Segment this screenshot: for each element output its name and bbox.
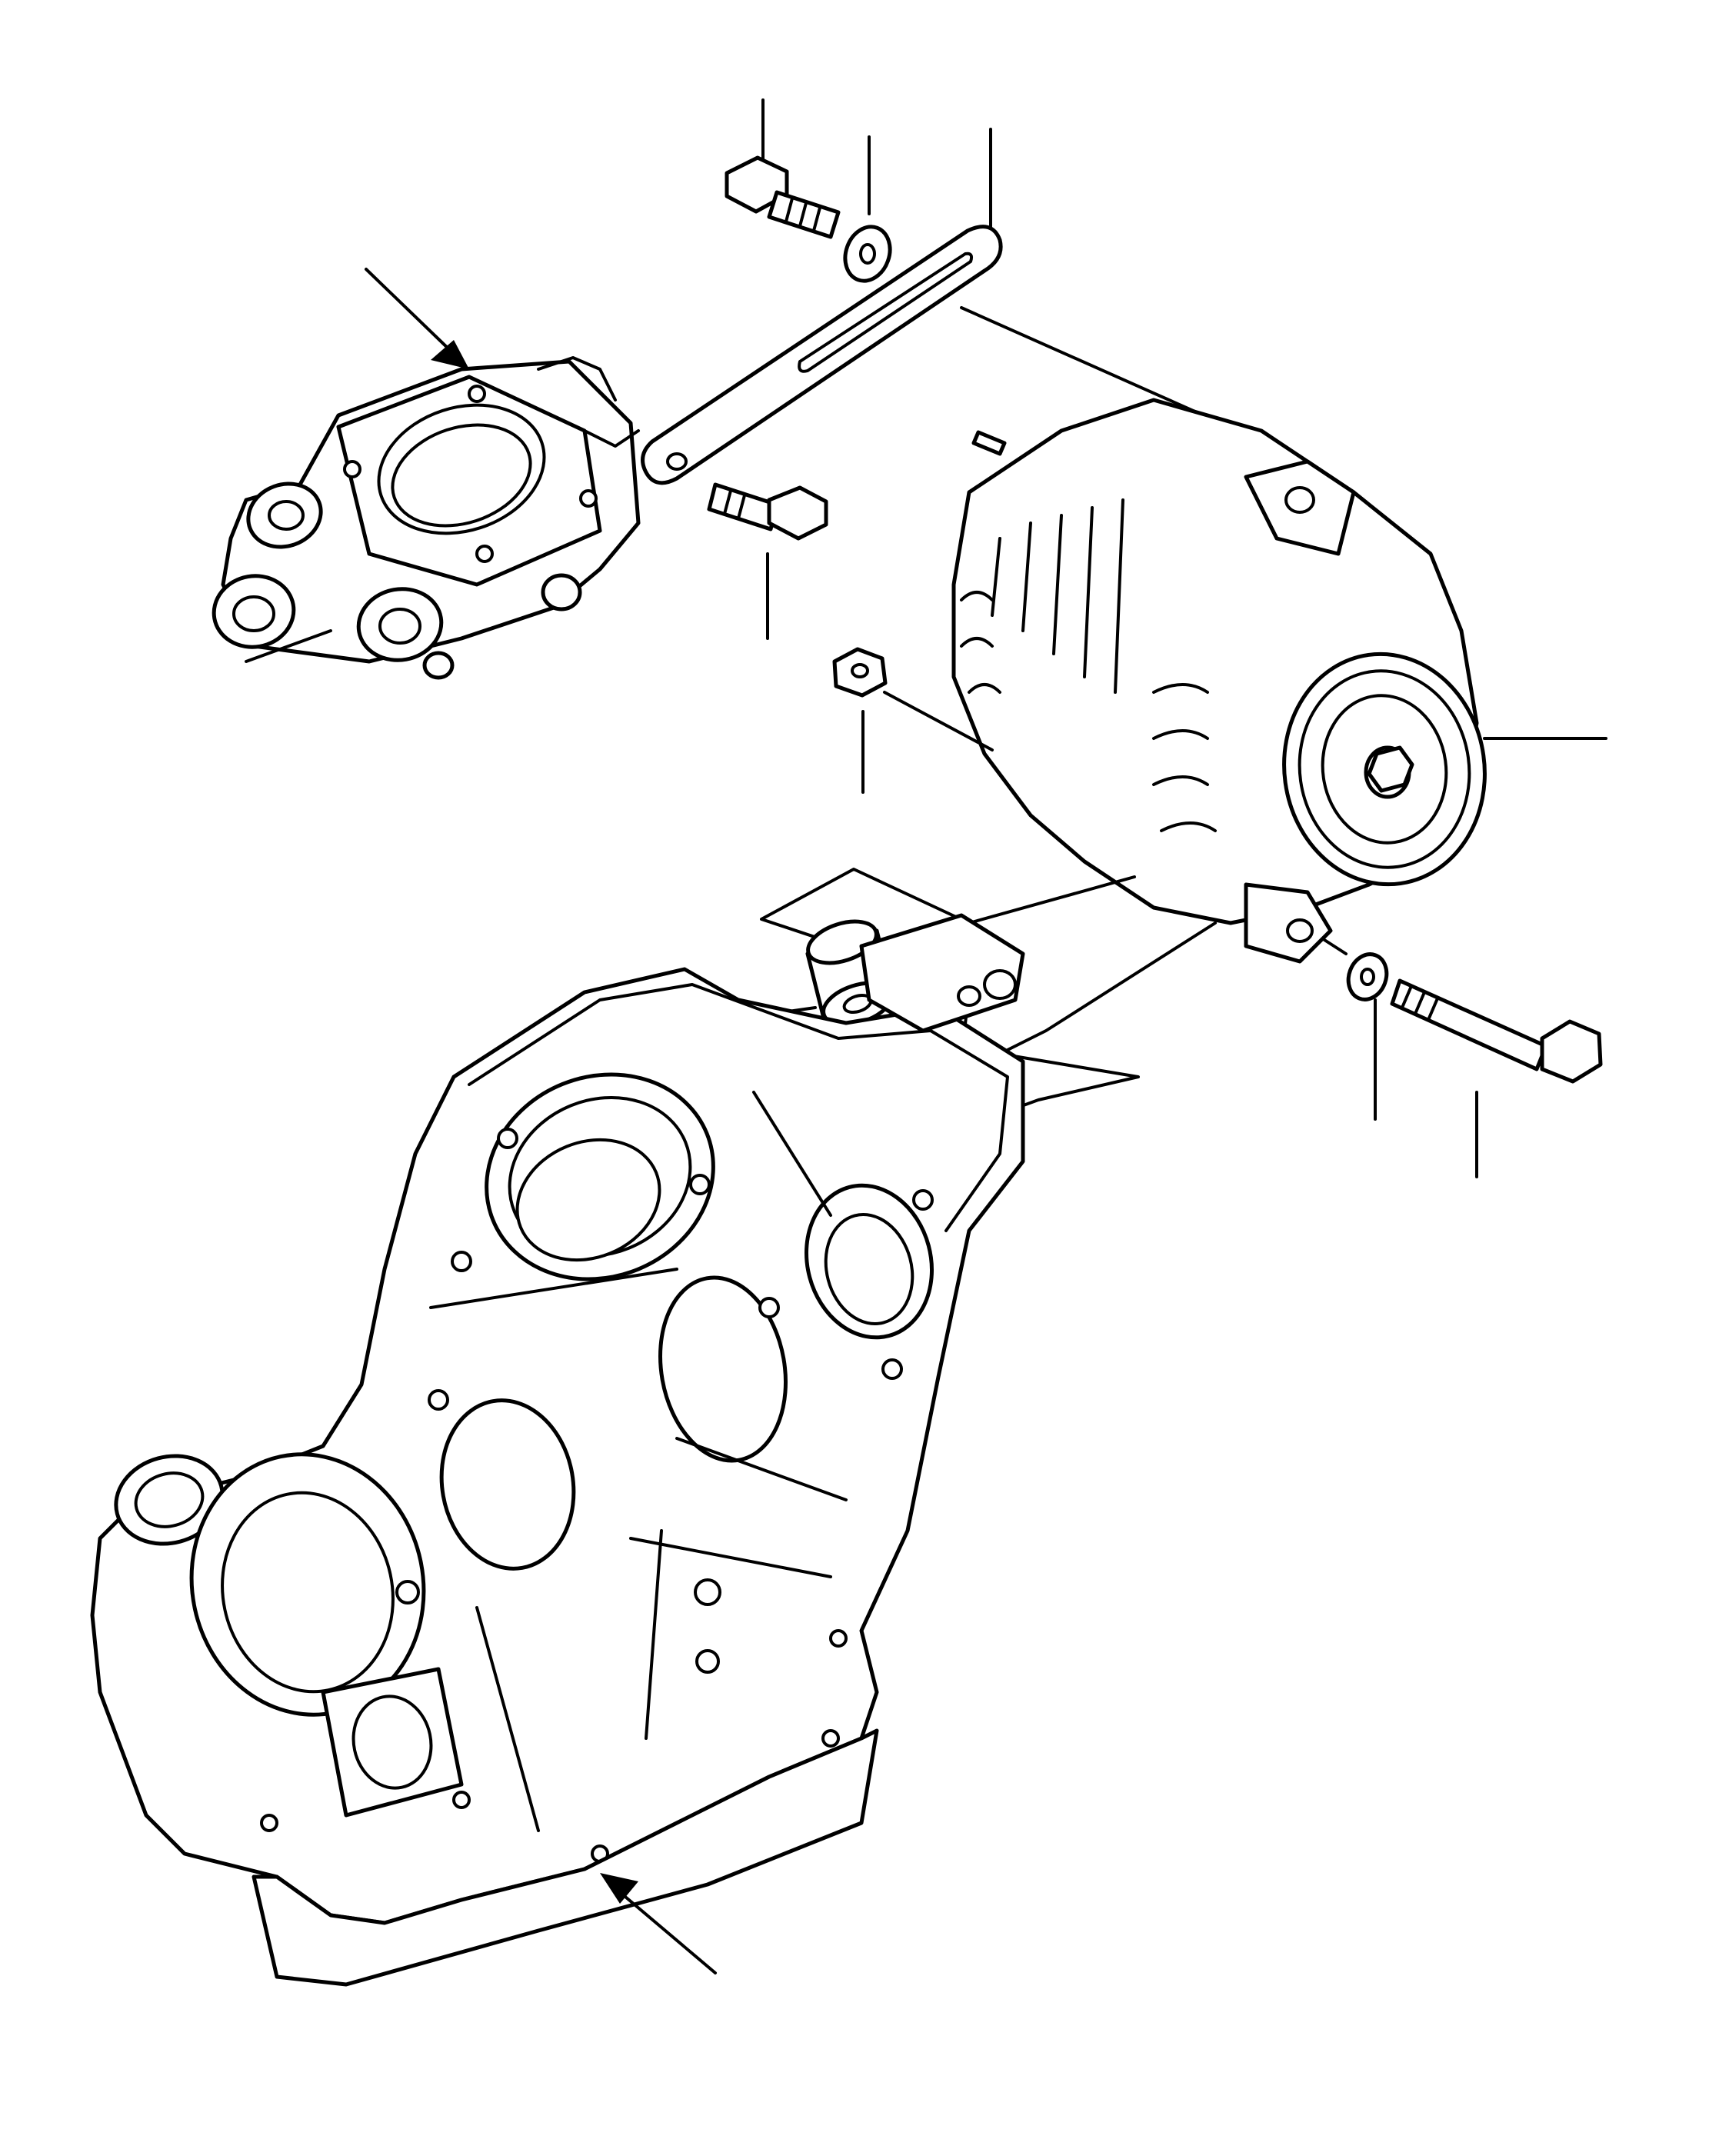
alternator-nut (835, 649, 992, 792)
washer-lower (1324, 940, 1393, 1119)
strap-bolt (709, 485, 826, 638)
flange-bolt-top (727, 100, 838, 237)
through-bolt (1392, 981, 1601, 1177)
washer-top (838, 137, 897, 287)
thermostat-housing (208, 269, 638, 678)
timing-gear-case (92, 915, 1023, 1984)
alternator (954, 400, 1606, 961)
